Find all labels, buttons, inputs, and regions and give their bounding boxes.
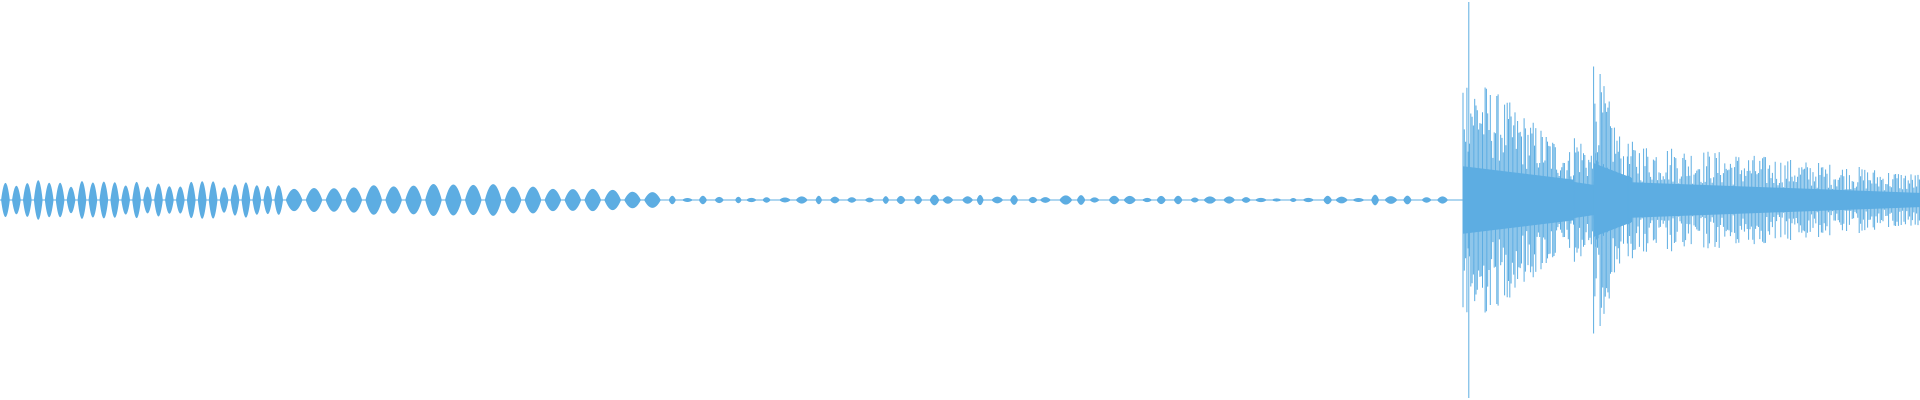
waveform-blob-segment [285, 183, 661, 217]
waveform-dense-core [1628, 182, 1920, 218]
waveform-ripple-segment [1, 180, 284, 220]
waveform-burst-core [1463, 166, 1575, 234]
waveform-small-blob-segment [668, 194, 1449, 206]
waveform-burst-core [1593, 163, 1632, 237]
